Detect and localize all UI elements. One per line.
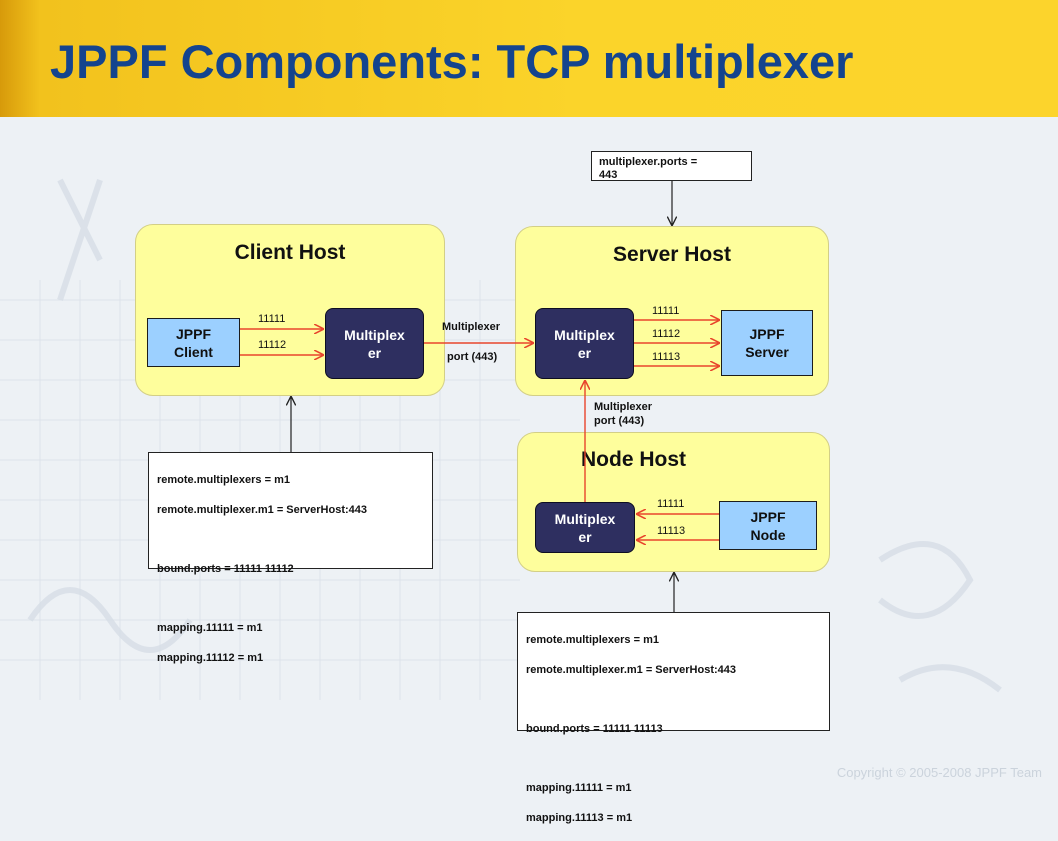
client-multiplexer-box: Multiplex er [325,308,424,379]
copyright-footer: Copyright © 2005-2008 JPPF Team [836,765,1042,780]
node-server-link-label-line2: port (443) [594,415,645,427]
page-title: JPPF Components: TCP multiplexer [50,35,854,88]
server-port-label-3: 11113 [652,351,681,363]
node-port-label-2: 11113 [657,525,686,537]
server-host-title: Server Host [613,243,731,266]
client-port-label-1: 11111 [258,313,286,325]
node-multiplexer-box: Multiplex er [535,502,635,553]
server-multiplexer-box: Multiplex er [535,308,634,379]
server-port-label-1: 11111 [652,305,680,317]
client-config-note: remote.multiplexers = m1 remote.multiple… [148,452,433,664]
jppf-client-box: JPPF Client [147,318,240,367]
client-host-title: Client Host [234,241,346,264]
title-bar: JPPF Components: TCP multiplexer [0,0,1058,117]
client-config-line: mapping.11111 = m1 [157,622,263,634]
server-config-note: multiplexer.ports = 443 [591,151,752,181]
node-server-link-label-line1: Multiplexer [594,401,653,413]
node-config-line: remote.multiplexer.m1 = ServerHost:443 [526,664,737,676]
node-config-note: remote.multiplexers = m1 remote.multiple… [517,612,830,824]
client-config-line: remote.multiplexers = m1 [157,474,290,486]
client-server-link-label-line2: port (443) [447,351,498,363]
client-port-label-2: 11112 [258,339,287,351]
server-port-label-2: 11112 [652,328,681,340]
client-config-line: bound.ports = 11111 11112 [157,563,294,575]
client-config-line: mapping.11112 = m1 [157,652,264,664]
jppf-server-box: JPPF Server [721,310,813,376]
node-config-line: bound.ports = 11111 11113 [526,723,663,735]
node-port-label-1: 11111 [657,498,685,510]
node-config-line: mapping.11111 = m1 [526,782,632,794]
client-server-link-label-line1: Multiplexer [442,321,501,333]
client-config-line: remote.multiplexer.m1 = ServerHost:443 [157,504,368,516]
node-config-line: mapping.11113 = m1 [526,812,633,824]
node-config-line: remote.multiplexers = m1 [526,634,659,646]
jppf-node-box: JPPF Node [719,501,817,550]
node-host-title: Node Host [581,448,686,471]
